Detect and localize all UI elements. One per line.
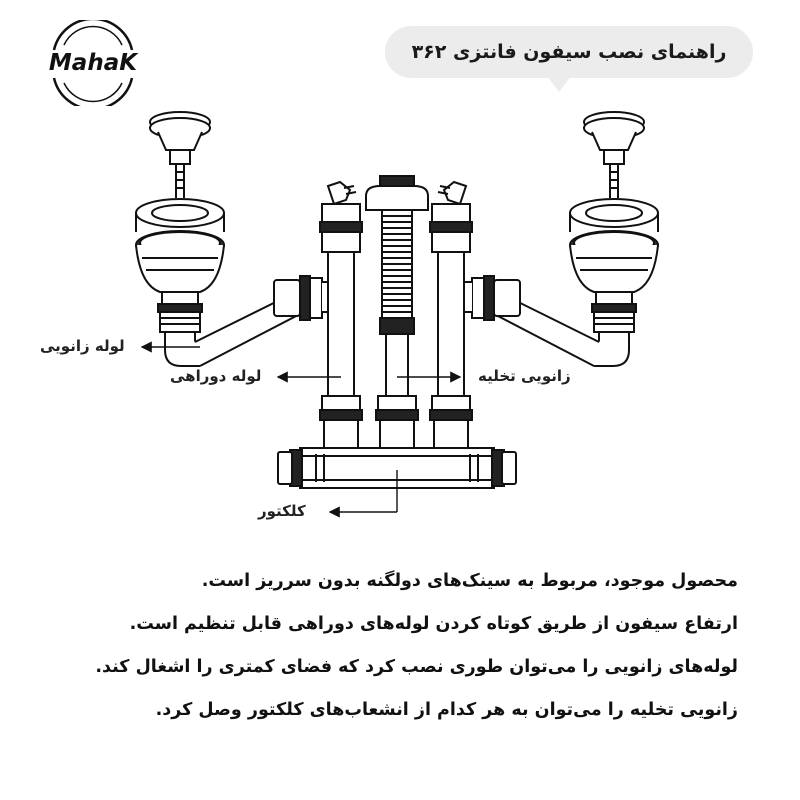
label-elbow-pipe: لوله زانویی [40,337,125,355]
title-bubble: راهنمای نصب سیفون فانتزی ۳۶۲ [385,26,753,92]
label-drain-elbow: زانویی تخلیه [478,367,571,385]
label-collector: کلکتور [258,502,306,520]
label-detour-pipe: لوله دوراهی [170,367,262,385]
drain-elbow [365,175,429,449]
left-strainer-assembly [135,111,301,367]
right-detour-pipe [429,180,473,449]
description-block: محصول موجود، مربوط به سینک‌های دولگنه بد… [48,560,738,732]
right-strainer-assembly [493,111,659,367]
left-detour-pipe [319,180,363,449]
logo-text: MahaK [49,50,139,76]
description-line: زانویی تخلیه را می‌توان به هر کدام از ان… [155,700,738,720]
description-line: ارتفاع سیفون از طریق کوتاه کردن لوله‌های… [129,614,738,634]
page-title: راهنمای نصب سیفون فانتزی ۳۶۲ [411,41,727,63]
mahak-logo: MahaK [34,17,152,111]
description-line: لوله‌های زانویی را می‌توان طوری نصب کرد … [95,657,738,677]
logo-emblem-icon: MahaK [49,17,139,111]
description-line: محصول موجود، مربوط به سینک‌های دولگنه بد… [201,571,738,591]
siphon-diagram [135,111,659,518]
